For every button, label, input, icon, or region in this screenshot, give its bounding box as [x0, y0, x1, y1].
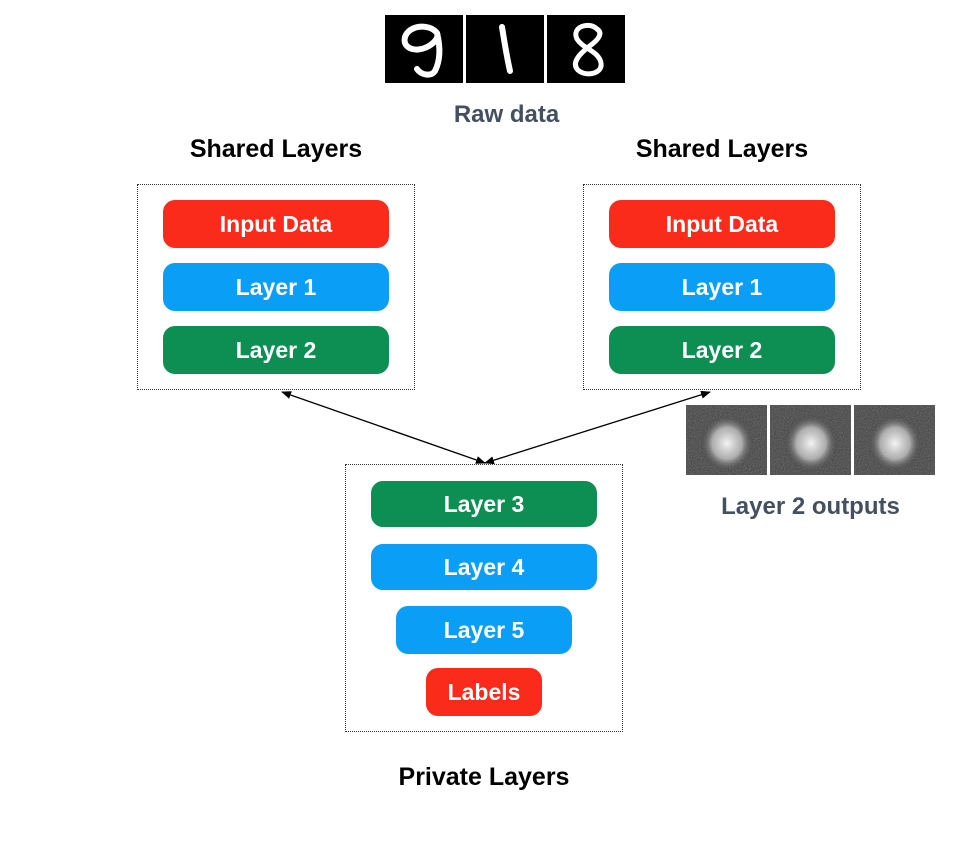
right-layer-2-block: Layer 2 [609, 326, 835, 374]
left-layer-1-block: Layer 1 [163, 263, 389, 311]
left-to-private-arrow [281, 391, 486, 464]
raw-data-images [385, 15, 625, 83]
left-input-data-block: Input Data [163, 200, 389, 248]
layer-3-block: Layer 3 [371, 481, 597, 527]
digit-image [547, 15, 625, 83]
left-shared-layers-box [137, 184, 415, 390]
right-group-title: Shared Layers [635, 135, 809, 163]
digit-image [466, 15, 544, 83]
left-layer-2-block: Layer 2 [163, 326, 389, 374]
labels-block: Labels [426, 668, 542, 716]
layer2-output-image [854, 405, 935, 475]
layer2-output-image [770, 405, 851, 475]
private-group-title: Private Layers [398, 763, 570, 791]
layer-5-block: Layer 5 [396, 606, 572, 654]
right-input-data-block: Input Data [609, 200, 835, 248]
layer2-outputs-caption: Layer 2 outputs [721, 493, 900, 520]
handwritten-digit-8 [573, 22, 604, 77]
raw-data-caption: Raw data [453, 101, 560, 128]
handwritten-digit-9 [401, 23, 443, 78]
right-shared-layers-box [583, 184, 861, 390]
left-group-title: Shared Layers [189, 135, 363, 163]
noise-blob-image [770, 405, 851, 475]
right-layer-1-block: Layer 1 [609, 263, 835, 311]
private-layers-box [345, 464, 623, 732]
noise-blob-image [854, 405, 935, 475]
handwritten-digit-1 [499, 24, 513, 74]
layer-4-block: Layer 4 [371, 544, 597, 590]
digit-image [385, 15, 463, 83]
right-to-private-arrow [484, 390, 711, 465]
